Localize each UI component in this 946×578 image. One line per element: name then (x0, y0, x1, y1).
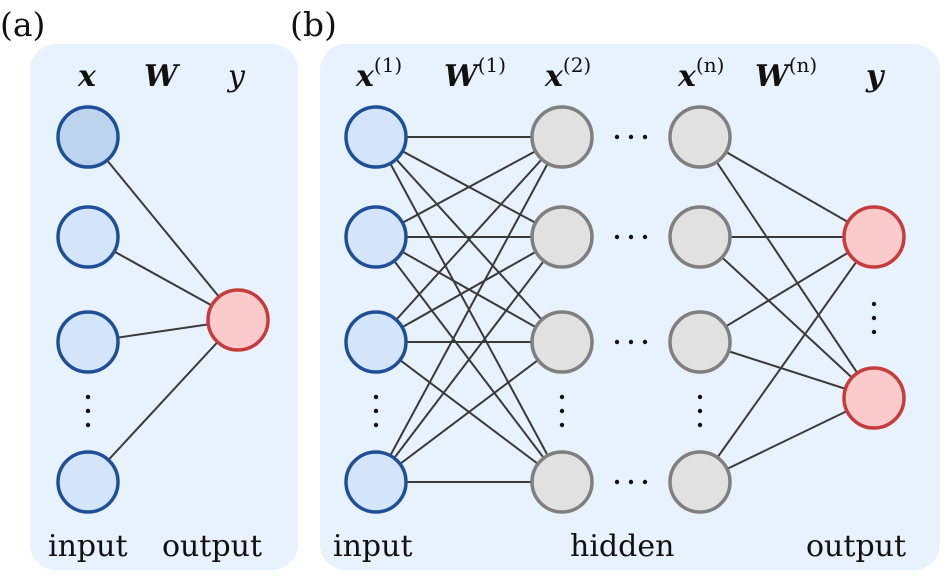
ellipsis-dot (85, 422, 91, 428)
ellipsis-dot (628, 134, 634, 140)
panel-b-output-node (842, 366, 906, 430)
ellipsis-dot (559, 394, 565, 400)
panel-b-hidden-node-first (530, 105, 594, 169)
ellipsis-dot (871, 329, 877, 335)
panel-b-symbol-y: y (865, 59, 886, 94)
nodes-layer (56, 105, 906, 514)
panel-b-edge-input-hidden (375, 341, 563, 483)
panel-a-input-node (56, 310, 120, 374)
panel-a-input-node (56, 450, 120, 514)
ellipsis-dot (642, 134, 648, 140)
panel-b-edge-input-hidden (375, 136, 563, 238)
panel-b-edge-hidden-output (699, 136, 875, 399)
panel-b-hiddenn-ellipsis (697, 394, 703, 428)
ellipsis-dot (373, 408, 379, 414)
panel-b-symbol-x1: x(1) (355, 53, 402, 94)
ellipsis-dot (85, 408, 91, 414)
ellipsis-layer (85, 134, 877, 485)
panel-b-edge-hidden-output (699, 236, 875, 399)
ellipsis-dot (871, 301, 877, 307)
panel-a-symbol-y: y (226, 59, 246, 94)
ellipsis-dot (642, 234, 648, 240)
ellipsis-dot (614, 339, 620, 345)
ellipsis-dot (373, 394, 379, 400)
ellipsis-dot (614, 234, 620, 240)
panel-a-input-node (56, 105, 120, 169)
panel-b-hidden-node-last (668, 310, 732, 374)
panel-b-layer-ellipsis (614, 339, 648, 345)
ellipsis-dot (697, 408, 703, 414)
panel-a-symbol-W: W (144, 59, 181, 94)
panel-b-label: (b) (290, 5, 337, 44)
ellipsis-dot (628, 479, 634, 485)
ellipsis-dot (628, 339, 634, 345)
panel-b-background (320, 44, 940, 570)
panel-b-edge-input-hidden (375, 236, 563, 343)
panel-b-layer-ellipsis (614, 479, 648, 485)
panel-b-layer-ellipsis (614, 234, 648, 240)
panel-b-edge-input-hidden (375, 136, 563, 343)
ellipsis-dot (871, 315, 877, 321)
ellipsis-dot (614, 479, 620, 485)
panel-a-input-ellipsis (85, 394, 91, 428)
panel-b-hidden-node-first (530, 450, 594, 514)
ellipsis-dot (697, 422, 703, 428)
panel-a-symbol-x: x (77, 59, 97, 94)
ellipsis-dot (642, 339, 648, 345)
panel-b-input-ellipsis (373, 394, 379, 428)
panel-b-edge-hidden-output (699, 236, 875, 483)
panel-b-input-node (344, 450, 408, 514)
ellipsis-dot (559, 408, 565, 414)
ellipsis-dot (697, 394, 703, 400)
ellipsis-dot (85, 394, 91, 400)
panel-b-edge-input-hidden (375, 136, 563, 483)
panel-a-edge (87, 319, 239, 483)
panel-a-input-node (56, 205, 120, 269)
panel-a-output-label: output (162, 529, 262, 564)
panel-b-layer-ellipsis (614, 134, 648, 140)
panel-b-symbol-x2: x(2) (544, 53, 591, 94)
panel-b-hidden-node-last (668, 105, 732, 169)
ellipsis-dot (559, 422, 565, 428)
panel-b-hidden1-ellipsis (559, 394, 565, 428)
panel-b-edge-hidden-output (699, 397, 875, 483)
ellipsis-dot (614, 134, 620, 140)
panel-b-output-ellipsis (871, 301, 877, 335)
panel-b-input-node (344, 205, 408, 269)
panel-a-edge (87, 136, 239, 321)
ellipsis-dot (642, 479, 648, 485)
panel-a-input-label: input (48, 529, 128, 564)
panel-b-symbol-Wn: W(n) (755, 53, 817, 94)
panel-b-symbol-W1: W(1) (444, 53, 506, 94)
panel-b-edge-input-hidden (375, 236, 563, 483)
panel-b-edge-hidden-output (699, 236, 875, 343)
panel-b-symbol-xn: x(n) (677, 53, 724, 94)
ellipsis-dot (628, 234, 634, 240)
panel-a-output-node (206, 288, 270, 352)
panel-b-hidden-label: hidden (570, 529, 674, 564)
panel-a-label: (a) (0, 5, 45, 44)
panel-b-output-label: output (806, 529, 906, 564)
panel-b-hidden-node-last (668, 205, 732, 269)
panel-a-background (30, 44, 298, 570)
panel-b-input-node (344, 310, 408, 374)
panel-b-output-node (842, 205, 906, 269)
panel-b-input-label: input (333, 529, 413, 564)
panel-b-input-node (344, 105, 408, 169)
panel-b-hidden-node-last (668, 450, 732, 514)
ellipsis-dot (373, 422, 379, 428)
panel-b-edge-hidden-output (699, 136, 875, 238)
panel-b-hidden-node-first (530, 205, 594, 269)
panel-b-hidden-node-first (530, 310, 594, 374)
